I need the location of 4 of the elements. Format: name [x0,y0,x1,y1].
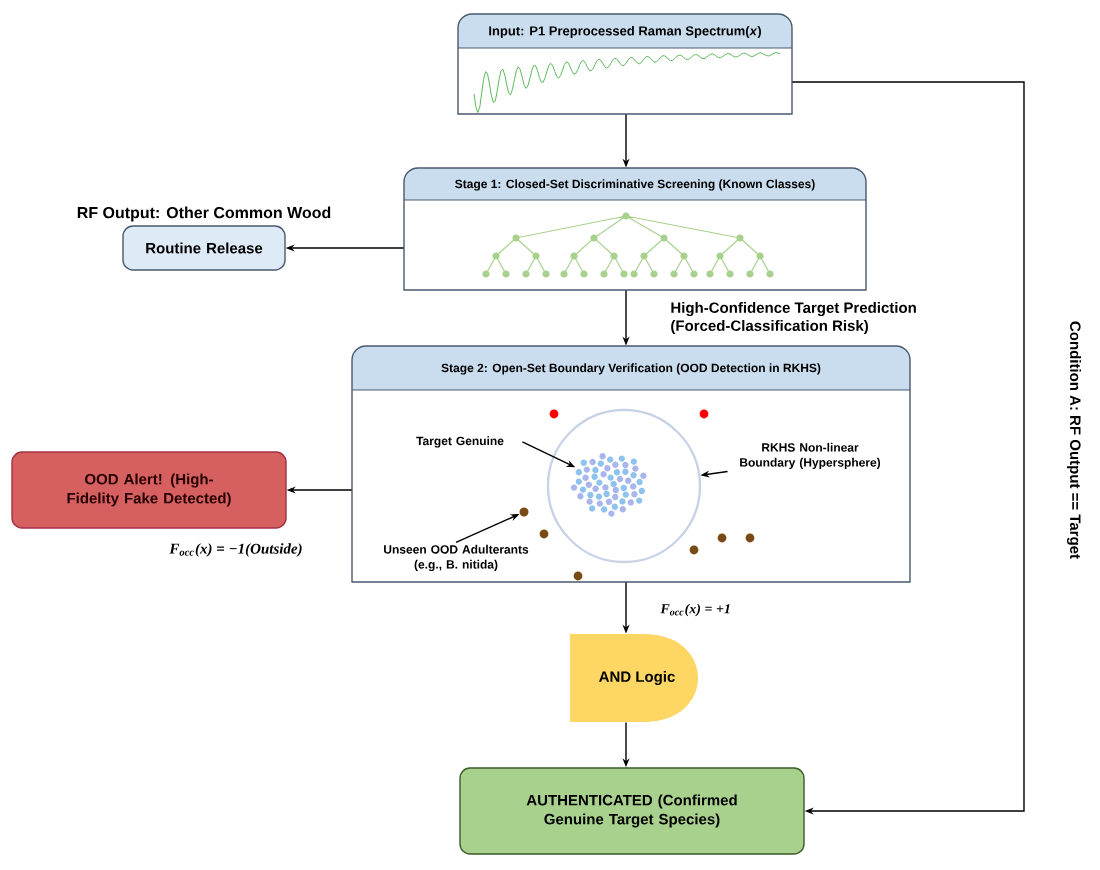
point-cluster [570,453,647,517]
hypersphere-circle [546,408,702,564]
node-caption: RF Output: Other Common Wood [77,206,331,222]
arrow [791,81,1025,815]
